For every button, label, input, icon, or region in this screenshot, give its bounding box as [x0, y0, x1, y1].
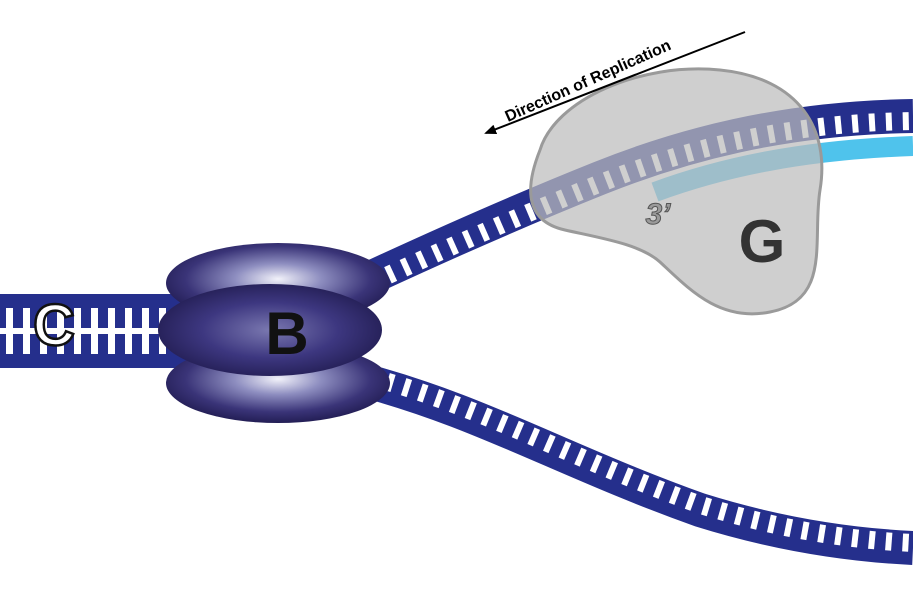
base-pair-rung — [415, 250, 429, 270]
base-pair-rung — [733, 506, 745, 526]
base-pair-rung — [461, 229, 475, 249]
base-pair-rung — [416, 383, 429, 403]
base-pair-rung — [885, 532, 893, 551]
base-pair-rung — [766, 514, 777, 534]
base-pair-rung — [701, 497, 713, 517]
base-pair-rung — [524, 202, 537, 222]
base-pair-rung — [868, 113, 876, 132]
direction-arrow — [484, 31, 746, 135]
base-pair-rung — [652, 479, 666, 499]
base-pair-rung — [399, 257, 413, 277]
base-pair-rung — [684, 491, 697, 511]
base-pair-rung — [717, 502, 729, 522]
base-pair-rung — [817, 524, 827, 543]
base-pair-rung — [508, 209, 522, 229]
base-pair-rung — [885, 112, 893, 131]
lower-strand-backbone — [350, 361, 913, 565]
base-pair-rung — [800, 521, 810, 541]
base-pair-rung — [834, 115, 843, 135]
lower-strand-rungs — [368, 368, 910, 552]
base-pair-rung — [448, 395, 461, 415]
base-pair-rung — [783, 518, 794, 538]
base-pair-rung — [432, 389, 445, 409]
base-pair-rung — [480, 407, 493, 427]
base-pair-rung — [902, 533, 910, 552]
base-pair-rung — [851, 114, 859, 133]
base-pair-rung — [851, 528, 860, 548]
label-c: C — [33, 293, 75, 358]
base-pair-rung — [574, 447, 587, 467]
base-pair-rung — [492, 216, 506, 235]
base-pair-rung — [750, 510, 761, 530]
helicase-middle-lobe — [158, 284, 382, 376]
base-pair-rung — [527, 427, 541, 447]
base-pair-rung — [637, 473, 650, 493]
label-g: G — [739, 208, 786, 275]
base-pair-rung — [464, 401, 477, 421]
base-pair-rung — [477, 222, 491, 242]
base-pair-rung — [496, 414, 509, 434]
base-pair-rung — [605, 460, 618, 480]
base-pair-rung — [400, 378, 413, 398]
base-pair-rung — [668, 485, 681, 505]
base-pair-rung — [542, 434, 556, 454]
duplex-center-line — [0, 328, 200, 334]
protein-g-blob — [529, 67, 824, 316]
base-pair-rung — [817, 117, 826, 137]
base-pair-rung — [621, 467, 634, 487]
label-b: B — [265, 300, 308, 367]
label-three-prime: 3’ — [645, 198, 671, 231]
base-pair-rung — [558, 440, 572, 460]
base-pair-rung — [868, 530, 876, 550]
lower-strand — [350, 361, 913, 565]
base-pair-rung — [589, 454, 603, 474]
base-pair-rung — [446, 236, 459, 256]
base-pair-rung — [511, 420, 525, 440]
base-pair-rung — [834, 526, 843, 546]
base-pair-rung — [384, 264, 398, 284]
helicase-b — [158, 243, 390, 423]
base-pair-rung — [430, 243, 444, 263]
